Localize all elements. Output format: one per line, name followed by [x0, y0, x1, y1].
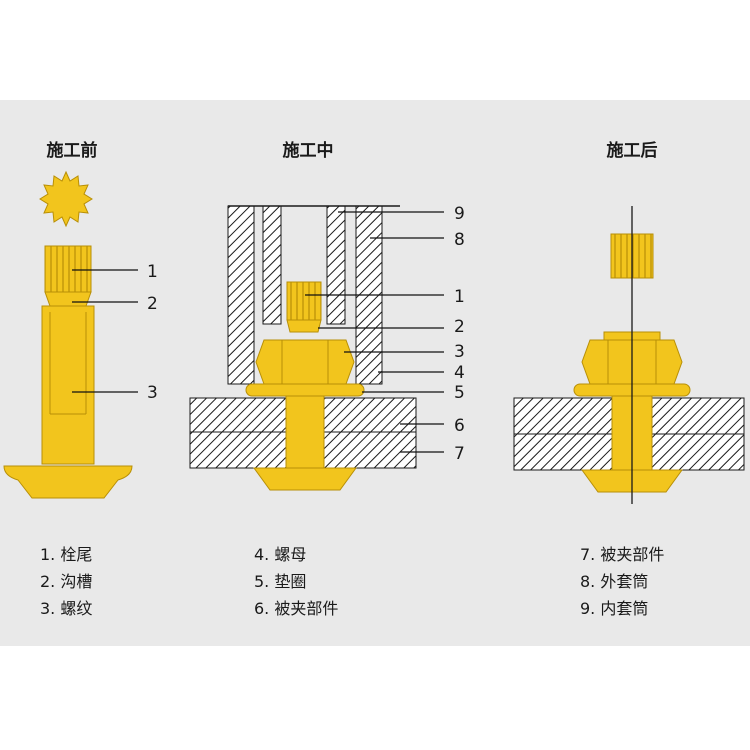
inner-sleeve-left	[262, 205, 282, 325]
callout-during-9: 9	[454, 204, 465, 224]
washer	[245, 383, 365, 397]
legend-item: 1. 栓尾	[40, 545, 92, 564]
bolt-head	[253, 467, 357, 491]
stage-title-before: 施工前	[47, 140, 98, 161]
break-groove	[286, 319, 322, 333]
bolt-shank	[285, 393, 325, 469]
inner-sleeve-right	[326, 205, 346, 325]
pintail	[286, 281, 322, 321]
callout-before-1: 1	[147, 262, 158, 282]
legend-item: 3. 螺纹	[40, 599, 92, 618]
callout-during-5: 5	[454, 383, 465, 403]
legend-item: 6. 被夹部件	[254, 599, 338, 618]
break-groove	[44, 291, 92, 307]
nut	[255, 339, 355, 385]
stage-title-after: 施工后	[607, 140, 658, 161]
callout-during-8: 8	[454, 230, 465, 250]
callout-during-1: 1	[454, 287, 465, 307]
callout-before-2: 2	[147, 294, 158, 314]
pintail-section-icon	[39, 170, 93, 228]
callout-during-2: 2	[454, 317, 465, 337]
callout-during-4: 4	[454, 363, 465, 383]
legend-item: 9. 内套筒	[580, 599, 648, 618]
legend-item: 4. 螺母	[254, 545, 306, 564]
legend-item: 7. 被夹部件	[580, 545, 664, 564]
stage-title-during: 施工中	[283, 140, 334, 161]
callout-before-3: 3	[147, 383, 158, 403]
legend-item: 8. 外套筒	[580, 572, 648, 591]
bolt-shank	[41, 305, 95, 465]
callout-during-6: 6	[454, 416, 465, 436]
callout-during-3: 3	[454, 342, 465, 362]
legend: 1. 栓尾 2. 沟槽 3. 螺纹 4. 螺母 5. 垫圈 6. 被夹部件 7.…	[40, 545, 664, 618]
bolt-head	[3, 465, 133, 499]
outer-sleeve-left	[227, 205, 255, 385]
bolt-during	[245, 281, 365, 491]
legend-item: 2. 沟槽	[40, 572, 92, 591]
callout-during-7: 7	[454, 444, 465, 464]
legend-item: 5. 垫圈	[254, 572, 306, 591]
pintail	[44, 245, 92, 293]
